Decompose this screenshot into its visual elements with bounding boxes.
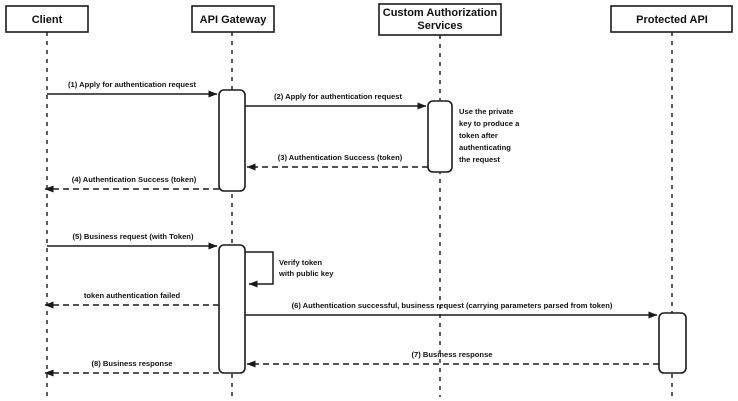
activation-api-gateway-auth[interactable] — [218, 89, 246, 192]
message-2-label: (2) Apply for authentication request — [274, 92, 402, 101]
message-7-label: (7) Business response — [411, 350, 492, 359]
note-private-key: Use the private key to produce a token a… — [459, 107, 520, 164]
message-token-authentication-failed-label: token authentication failed — [84, 291, 181, 300]
participant-protected-api-label: Protected API — [636, 14, 708, 26]
message-8-label: (8) Business response — [91, 359, 172, 368]
activation-api-gateway-business[interactable] — [218, 244, 246, 374]
self-message-verify-token-label-line2: with public key — [278, 269, 334, 278]
message-3-label: (3) Authentication Success (token) — [278, 153, 403, 162]
message-2[interactable]: (2) Apply for authentication request — [245, 92, 427, 110]
participant-custom-auth-label-line1: Custom Authorization — [383, 7, 498, 19]
self-message-verify-token[interactable]: Verify token with public key — [245, 251, 334, 288]
note-private-key-line4: authenticating — [459, 143, 511, 152]
participant-custom-auth[interactable]: Custom Authorization Services — [378, 3, 502, 36]
note-private-key-line5: the request — [459, 155, 500, 164]
participant-api-gateway[interactable]: API Gateway — [191, 5, 275, 33]
message-5-label: (5) Business request (with Token) — [73, 232, 194, 241]
note-private-key-line1: Use the private — [459, 107, 513, 116]
message-6[interactable]: (6) Authentication successful, business … — [245, 301, 658, 319]
message-8[interactable]: (8) Business response — [44, 359, 219, 377]
note-private-key-line3: token after — [459, 131, 498, 140]
message-1-label: (1) Apply for authentication request — [68, 80, 196, 89]
self-message-verify-token-path — [245, 251, 274, 288]
message-1[interactable]: (1) Apply for authentication request — [47, 80, 218, 98]
activations-group — [218, 89, 687, 374]
message-4-label: (4) Authentication Success (token) — [72, 175, 197, 184]
participant-client-label: Client — [32, 14, 63, 26]
participant-api-gateway-label: API Gateway — [200, 14, 268, 26]
participant-custom-auth-label-line2: Services — [417, 20, 462, 32]
activation-protected-api[interactable] — [658, 312, 687, 374]
message-3[interactable]: (3) Authentication Success (token) — [246, 153, 428, 171]
message-4[interactable]: (4) Authentication Success (token) — [44, 175, 219, 193]
message-5[interactable]: (5) Business request (with Token) — [47, 232, 218, 250]
participant-client[interactable]: Client — [5, 5, 89, 33]
message-7[interactable]: (7) Business response — [246, 350, 659, 368]
message-6-label: (6) Authentication successful, business … — [292, 301, 613, 310]
message-token-authentication-failed[interactable]: token authentication failed — [44, 291, 219, 309]
activation-custom-auth-service[interactable] — [427, 100, 453, 173]
lifelines-group — [46, 32, 673, 397]
participant-protected-api[interactable]: Protected API — [610, 5, 733, 33]
note-private-key-line2: key to produce a — [459, 119, 520, 128]
self-message-verify-token-label-line1: Verify token — [279, 258, 322, 267]
